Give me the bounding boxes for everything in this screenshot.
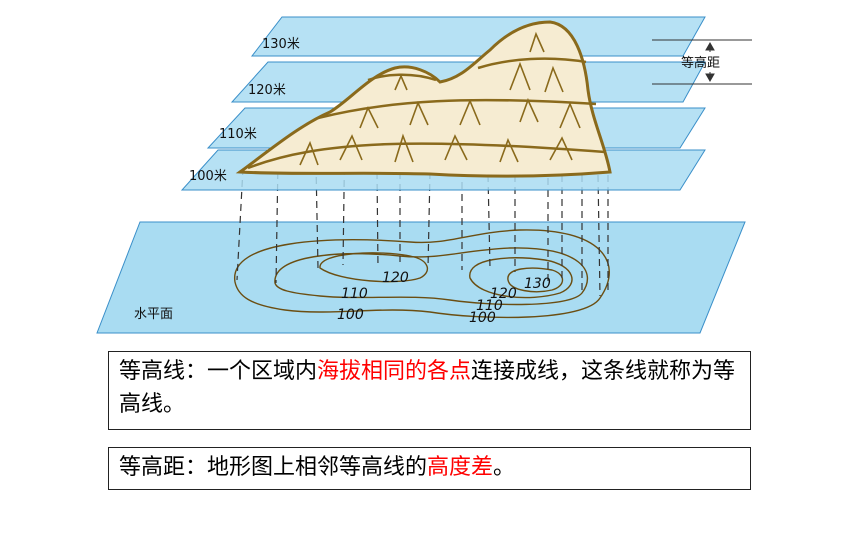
contour-100 — [234, 229, 610, 319]
definition-term: 等高线： — [119, 359, 208, 384]
definition-contour-interval: 等高距：地形图上相邻等高线的高度差。 — [108, 447, 751, 490]
contour-label-130: 130 — [524, 276, 551, 292]
contour-label-100-left: 100 — [337, 307, 364, 323]
contour-120-left — [319, 252, 429, 283]
contour-110 — [274, 247, 589, 306]
definition-text-before: 一个区域内 — [207, 359, 318, 384]
contour-label-120-left: 120 — [382, 270, 409, 286]
plane-label-110: 110米 — [219, 127, 257, 142]
hill-illustration — [235, 20, 612, 178]
plane-label-120: 120米 — [248, 83, 286, 98]
contour-label-120-right: 120 — [490, 286, 517, 302]
plane-label-130: 130米 — [262, 37, 300, 52]
contour-label-110-right: 110 — [476, 298, 503, 314]
definition-text-after: 连接成线，这条线就称为等高线。 — [119, 359, 736, 417]
definition-contour-line: 等高线：一个区域内海拔相同的各点连接成线，这条线就称为等高线。 — [108, 351, 751, 430]
definition-highlight: 高度差 — [427, 455, 494, 480]
plane-130 — [250, 16, 706, 57]
definition-highlight: 海拔相同的各点 — [317, 359, 472, 384]
definition-term: 等高距： — [119, 455, 208, 480]
contour-label-100-right: 100 — [469, 310, 496, 326]
interval-indicator — [652, 39, 752, 85]
definition-text-after: 。 — [493, 455, 516, 480]
plane-label-100: 100米 — [189, 169, 227, 184]
definition-text-before: 地形图上相邻等高线的 — [207, 455, 428, 480]
base-plane-label: 水平面 — [134, 307, 173, 322]
contour-lines — [234, 229, 610, 319]
contour-120-right — [469, 257, 573, 299]
contour-label-110-left: 110 — [341, 286, 368, 302]
contour-diagram: 130米 120米 110米 100米 120 110 100 130 120 … — [96, 16, 752, 334]
interval-label: 等高距 — [681, 55, 720, 71]
contour-130 — [507, 267, 564, 293]
